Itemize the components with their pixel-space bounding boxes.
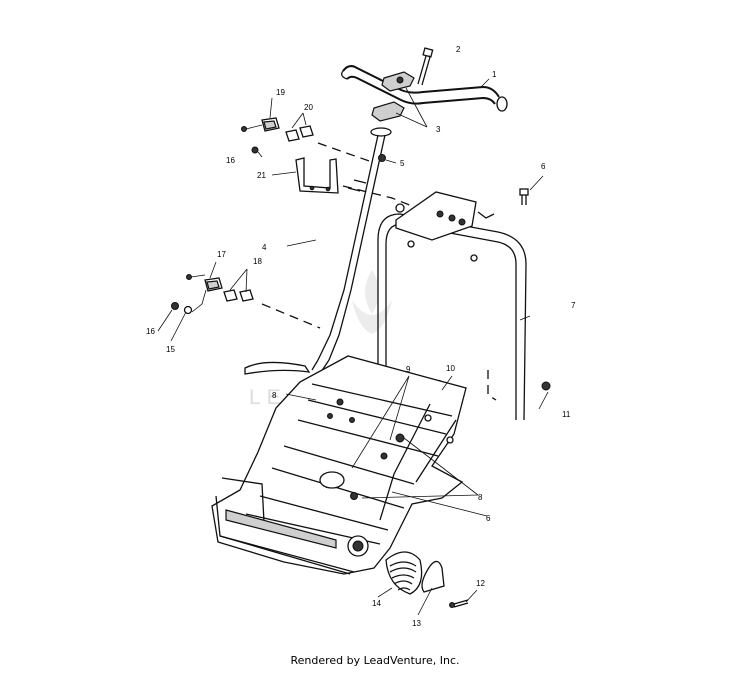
steering-hoop [377,191,527,421]
callout-8-bottom: 8 [478,493,483,502]
steering-post [244,127,392,375]
callout-14: 14 [372,599,381,608]
mount-bracket [295,157,339,194]
screw-12 [449,599,469,608]
callout-15: 15 [166,345,175,354]
handlebar-clamps [371,71,415,122]
bolt-6 [519,188,529,205]
callout-13: 13 [412,619,421,628]
callout-3: 3 [436,125,441,134]
callout-7: 7 [571,301,576,310]
callout-12: 12 [476,579,485,588]
callout-17: 17 [217,250,226,259]
callout-11: 11 [562,410,571,419]
nut-5 [378,154,386,162]
bulkhead-chassis [211,355,467,575]
nut-11 [541,381,551,391]
guide-line-lower [261,303,321,329]
callout-5: 5 [400,159,405,168]
callout-labels: 1 2 3 4 5 6 6 7 8 8 9 10 11 12 13 14 15 … [146,45,576,628]
callout-6-top: 6 [541,162,546,171]
callout-2: 2 [456,45,461,54]
callout-10: 10 [446,364,455,373]
handlebar [341,65,508,112]
callout-6-bottom: 6 [486,514,491,523]
guide-line-upper [317,142,373,163]
callout-16-upper: 16 [226,156,235,165]
callout-4: 4 [262,243,267,252]
footer-credit: Rendered by LeadVenture, Inc. [290,654,460,667]
callout-20: 20 [304,103,313,112]
leader-lines [157,55,549,616]
lower-bearing-assembly [171,274,254,315]
guide-line-right [487,370,497,401]
upper-bearing-assembly [241,117,314,154]
callout-9: 9 [406,365,411,374]
callout-1: 1 [492,70,497,79]
callout-8-top: 8 [272,391,277,400]
lamp-bracket [421,560,445,593]
callout-18: 18 [253,257,262,266]
lamp-grille [385,551,423,595]
bolt-top [417,47,434,86]
callout-16-lower: 16 [146,327,155,336]
callout-19: 19 [276,88,285,97]
callout-21: 21 [257,171,266,180]
